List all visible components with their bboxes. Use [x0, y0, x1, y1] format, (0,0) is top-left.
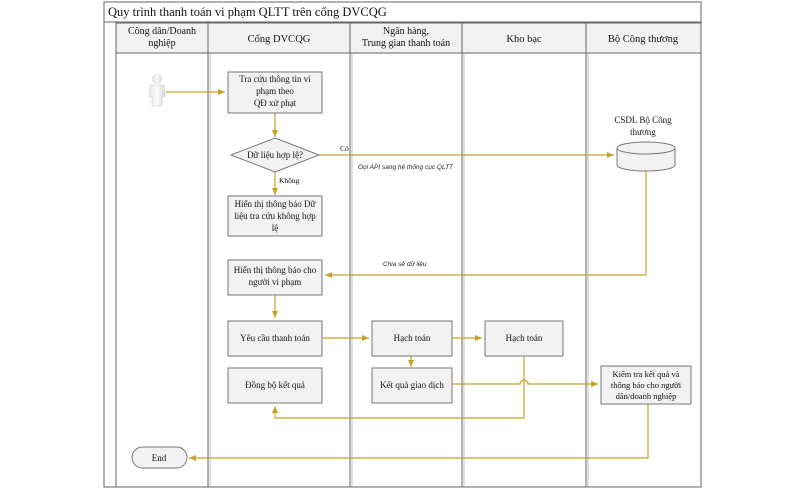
label-share-data: Chia sẻ dữ liệu [383, 260, 427, 268]
box-pay-request-line1: Yêu cầu thanh toán [240, 333, 310, 343]
box-notify-line1: Hiển thị thông báo cho [234, 265, 317, 275]
lane-header-citizen: Công dân/Doanh [128, 26, 196, 37]
box-bank-result [371, 367, 453, 404]
box-ministry-check [600, 365, 692, 405]
box-treasury-account-line1: Hạch toán [506, 333, 543, 343]
connector-ministry-end [189, 404, 649, 461]
box-bank-result-line1: Kết quả giao dịch [380, 380, 444, 390]
lane-header-bank-line2: Trung gian thanh toán [362, 38, 450, 49]
connector-db-notify [325, 170, 647, 278]
end-terminator [131, 446, 188, 469]
box-invalid-line2: liệu tra cứu không hợp [234, 211, 316, 221]
box-invalid-line1: Hiển thị thông báo Dữ [235, 199, 317, 209]
person-icon [148, 74, 166, 107]
box-lookup-line1: Tra cứu thông tin vi [239, 74, 311, 84]
lane-header-treasury: Kho bạc [506, 34, 542, 45]
box-ministry-check-line1: Kiểm tra kết quả và [612, 369, 679, 379]
lane-header-bank: Ngân hàng, [383, 26, 429, 37]
decision-valid-data [229, 137, 321, 173]
box-invalid [227, 195, 323, 237]
box-sync [227, 367, 323, 404]
box-ministry-check-line2: thông báo cho người [611, 380, 682, 390]
diagram-frame [103, 1, 702, 488]
box-bank-account-line1: Hạch toán [394, 333, 431, 343]
box-pay-request [227, 320, 323, 357]
box-lookup-line2: phạm theo [256, 86, 294, 96]
box-notify [227, 259, 323, 296]
box-treasury-account [484, 320, 564, 357]
decision-label: Dữ liệu hợp lệ? [247, 150, 303, 160]
lane-header-row [115, 22, 702, 54]
lane-header-ministry: Bộ Công thương [608, 34, 679, 45]
label-yes: Có [340, 144, 349, 153]
database-label-line2: thương [630, 127, 656, 137]
end-label: End [152, 453, 167, 463]
label-no: Không [279, 176, 300, 185]
box-invalid-line3: lệ [272, 223, 279, 233]
lane-header-portal: Cổng DVCQG [248, 34, 311, 45]
database-icon [616, 141, 676, 172]
label-api-call: Gọi API sang hệ thống cục QLTT [358, 163, 454, 171]
box-lookup [227, 71, 323, 114]
connector-result-ministry [452, 379, 598, 387]
box-ministry-check-line3: dân/doanh nghiệp [616, 391, 677, 401]
connector-treasury-sync [272, 356, 525, 419]
lane-header-citizen-line2: nghiệp [148, 38, 175, 49]
database-label-line1: CSDL Bộ Công [614, 115, 672, 125]
box-notify-line2: người vi phạm [249, 277, 302, 287]
diagram-title: Quy trình thanh toán vi phạm QLTT trên c… [108, 5, 387, 19]
box-lookup-line3: QĐ xử phạt [254, 98, 297, 108]
box-sync-line1: Đồng bộ kết quả [245, 380, 305, 390]
box-bank-account [371, 320, 453, 357]
